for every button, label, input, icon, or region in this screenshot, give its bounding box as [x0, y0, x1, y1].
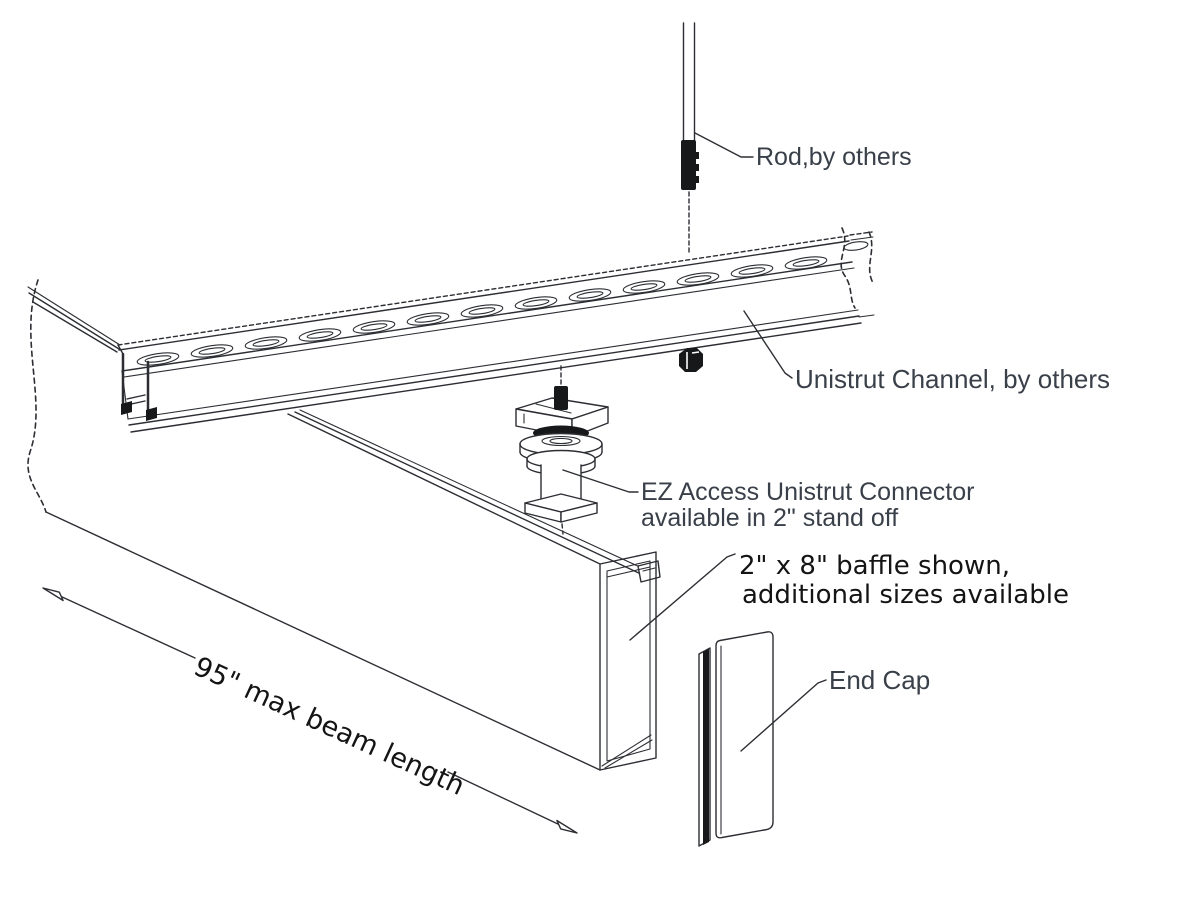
- unistrut-leader-line: [743, 310, 793, 379]
- channel-end-profile: [117, 344, 157, 421]
- callouts: Rod,by others Unistrut Channel, by other…: [562, 132, 1110, 752]
- connector-leader-line: [562, 469, 639, 493]
- rod-leader-line: [694, 132, 754, 158]
- end-cap-label: End Cap: [829, 665, 930, 695]
- unistrut-channel-label: Unistrut Channel, by others: [795, 364, 1110, 394]
- baffle-leader-line: [629, 553, 736, 641]
- rod-label: Rod,by others: [756, 143, 912, 171]
- end-cap-drawing: [698, 631, 774, 847]
- end-cap-leader-line: [740, 679, 827, 752]
- hanger-rod-drawing: [681, 22, 699, 255]
- baffle-beam-drawing: [27, 279, 661, 771]
- unistrut-connector-drawing: [515, 365, 609, 535]
- channel-break-line: [840, 227, 875, 318]
- connector-stud: [554, 386, 568, 410]
- beam-end-opening: [599, 551, 657, 771]
- unistrut-channel-drawing: [117, 227, 875, 433]
- rod-thread: [681, 140, 699, 190]
- beam-break-line: [27, 279, 47, 513]
- connector-label-line2: available in 2" stand off: [641, 504, 898, 532]
- baffle-label-line1: 2" x 8" baffle shown,: [739, 551, 1010, 581]
- connector-label-line1: EZ Access Unistrut Connector: [641, 478, 974, 506]
- hex-nut: [679, 348, 703, 372]
- baffle-label-line2: additional sizes available: [742, 580, 1069, 610]
- connector-base-flange: [524, 493, 598, 523]
